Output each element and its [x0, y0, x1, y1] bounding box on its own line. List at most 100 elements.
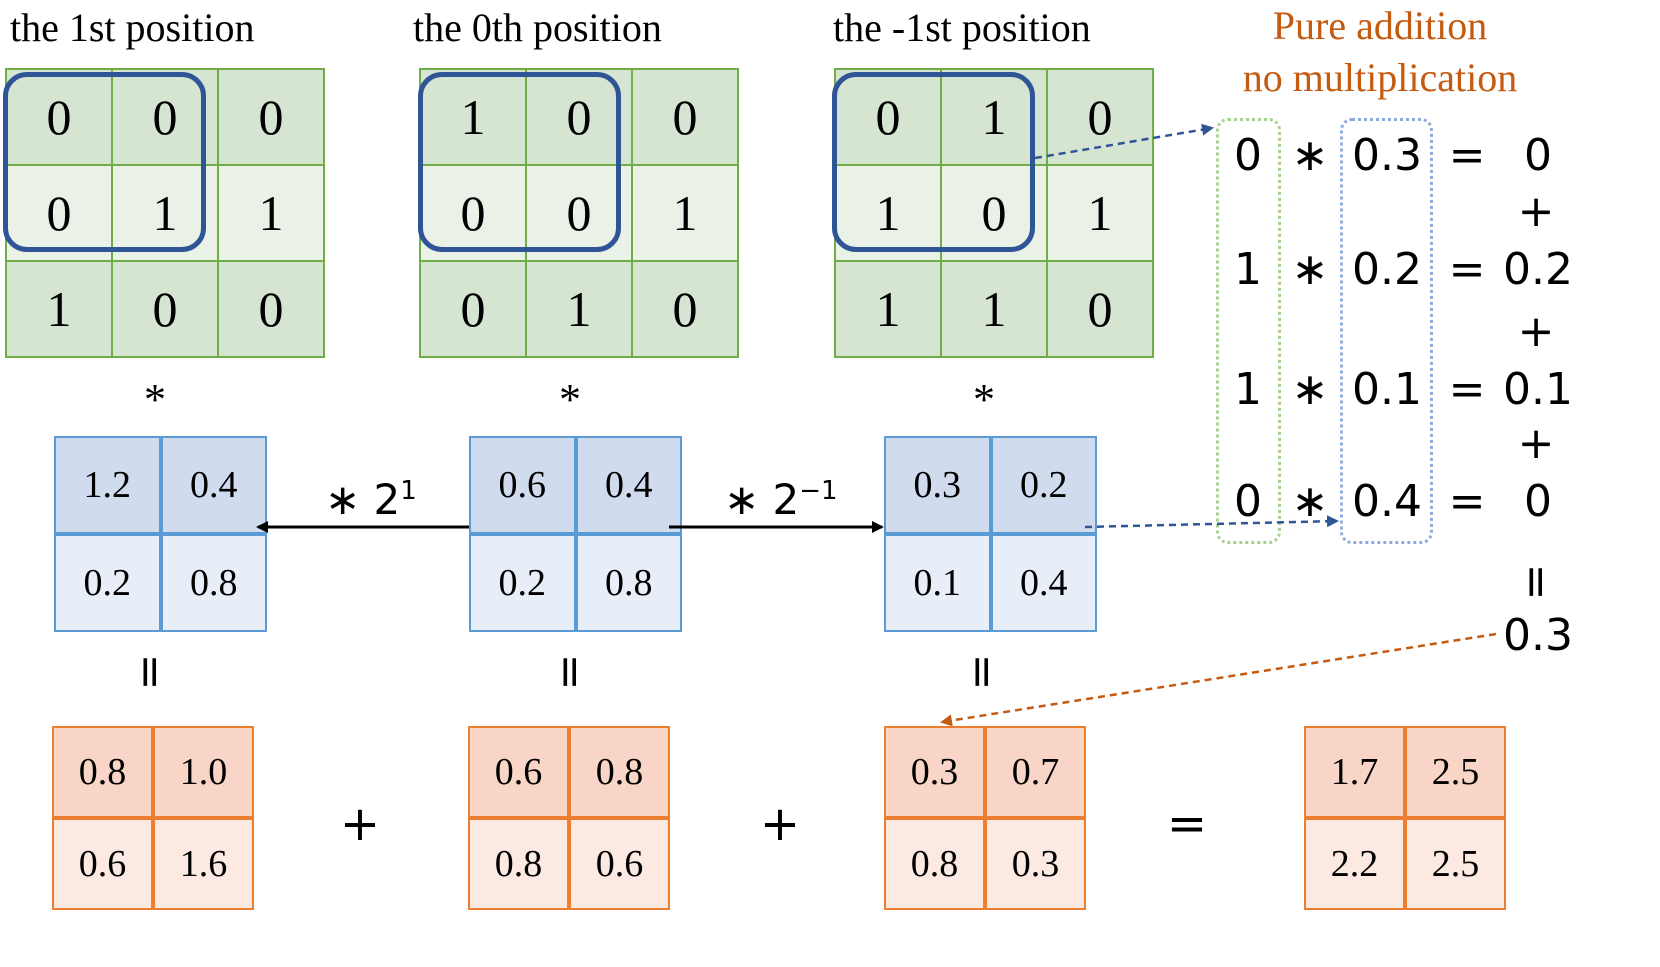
scale-base: ∗ 2 [724, 475, 800, 524]
result-grid-position-0: 0.6 0.8 0.8 0.6 [468, 726, 670, 910]
equals-operator: = [1166, 796, 1208, 852]
grid-cell: 0 [112, 261, 218, 357]
grid-cell: 1 [6, 261, 112, 357]
calc-equals: = [1448, 244, 1486, 295]
bit-grid-position-neg1: 0 1 0 1 0 1 1 1 0 [834, 68, 1154, 358]
multiply-symbol: * [973, 375, 995, 424]
grid-cell: 0 [218, 261, 324, 357]
grid-cell: 0 [218, 69, 324, 165]
grid-cell: 1.6 [153, 818, 254, 910]
sum-pointer-arrow [940, 632, 1497, 727]
grid-cell: 1 [1047, 165, 1153, 261]
grid-cell: 0 [6, 69, 112, 165]
bit-grid-position-0: 1 0 0 0 0 1 0 1 0 [419, 68, 739, 358]
grid-cell: 0.8 [160, 534, 267, 632]
scale-base: ∗ 2 [325, 475, 401, 524]
note-line-2: no multiplication [1242, 55, 1518, 100]
grid-cell: 0.2 [54, 534, 161, 632]
scale-exponent: 1 [400, 476, 417, 506]
note-text: Pure addition no multiplication [1200, 0, 1560, 104]
title-position-1: the 1st position [10, 5, 255, 50]
bit-column-box [1216, 118, 1281, 544]
calc-plus: + [1517, 186, 1555, 237]
grid-cell: 1 [835, 261, 941, 357]
grid-cell: 0 [1047, 261, 1153, 357]
calc-result: 0 [1524, 476, 1552, 527]
weight-grid-scaled-up: 1.2 0.4 0.2 0.8 [54, 436, 267, 632]
grid-cell: 0 [941, 165, 1047, 261]
grid-cell: 1.0 [153, 726, 254, 818]
grid-cell: 0 [835, 69, 941, 165]
calc-result: 0.2 [1503, 244, 1573, 295]
grid-cell: 1 [835, 165, 941, 261]
result-grid-position-neg1: 0.3 0.7 0.8 0.3 [884, 726, 1086, 910]
grid-cell: 1 [526, 261, 632, 357]
grid-cell: 0.8 [569, 726, 670, 818]
grid-cell: 0 [526, 165, 632, 261]
result-grid-total: 1.7 2.5 2.2 2.5 [1304, 726, 1506, 910]
calc-equals: = [1448, 476, 1486, 527]
calc-op: ∗ [1291, 244, 1329, 295]
grid-cell: 0.8 [575, 534, 682, 632]
plus-operator: + [339, 796, 381, 852]
calc-plus: + [1517, 418, 1555, 469]
grid-cell: 0.3 [884, 436, 991, 534]
grid-cell: 0.6 [468, 726, 569, 818]
grid-cell: 0.3 [884, 726, 985, 818]
calc-op: ∗ [1291, 364, 1329, 415]
grid-cell: 1 [632, 165, 738, 261]
grid-cell: 0.6 [52, 818, 153, 910]
multiply-symbol: * [559, 375, 581, 424]
grid-cell: 0 [632, 69, 738, 165]
grid-cell: 0.8 [468, 818, 569, 910]
grid-cell: 0.6 [469, 436, 576, 534]
grid-cell: 0.4 [990, 534, 1097, 632]
grid-cell: 1 [218, 165, 324, 261]
grid-cell: 0 [526, 69, 632, 165]
title-position-neg1: the -1st position [833, 5, 1091, 50]
grid-cell: 1.7 [1304, 726, 1405, 818]
title-position-0: the 0th position [413, 5, 662, 50]
calc-total: 0.3 [1503, 610, 1573, 661]
grid-cell: 0 [420, 261, 526, 357]
calc-plus: + [1517, 306, 1555, 357]
bit-pointer-arrow [1034, 123, 1214, 160]
weight-grid-scaled-down: 0.3 0.2 0.1 0.4 [884, 436, 1097, 632]
calc-bit: 1 [1234, 364, 1262, 415]
grid-cell: 0.8 [52, 726, 153, 818]
grid-cell: 1 [941, 261, 1047, 357]
calc-equals: = [1448, 130, 1486, 181]
weight-grid-original: 0.6 0.4 0.2 0.8 [469, 436, 682, 632]
grid-cell: 0.3 [985, 818, 1086, 910]
scale-label-right: ∗ 2−1 [724, 478, 838, 521]
bit-grid-position-1: 0 0 0 0 1 1 1 0 0 [5, 68, 325, 358]
note-line-1: Pure addition [1272, 3, 1488, 48]
calc-op: ∗ [1291, 476, 1329, 527]
calc-weight: 0.4 [1352, 476, 1422, 527]
grid-cell: 0.6 [569, 818, 670, 910]
grid-cell: 0.1 [884, 534, 991, 632]
calc-result: 0 [1524, 130, 1552, 181]
grid-cell: 0.7 [985, 726, 1086, 818]
scale-label-left: ∗ 21 [325, 478, 417, 521]
calc-bit: 0 [1234, 130, 1262, 181]
grid-cell: 1.2 [54, 436, 161, 534]
grid-cell: 1 [112, 165, 218, 261]
grid-cell: 2.5 [1405, 726, 1506, 818]
result-grid-position-1: 0.8 1.0 0.6 1.6 [52, 726, 254, 910]
calc-equals: = [1448, 364, 1486, 415]
multiply-symbol: * [144, 375, 166, 424]
grid-cell: 1 [420, 69, 526, 165]
calc-op: ∗ [1291, 130, 1329, 181]
grid-cell: 0.2 [469, 534, 576, 632]
calc-result: 0.1 [1503, 364, 1573, 415]
grid-cell: 0.8 [884, 818, 985, 910]
grid-cell: 0 [632, 261, 738, 357]
calc-weight: 0.3 [1352, 130, 1422, 181]
scale-exponent: −1 [799, 476, 838, 506]
grid-cell: 1 [941, 69, 1047, 165]
grid-cell: 2.2 [1304, 818, 1405, 910]
weight-column-box [1340, 118, 1433, 544]
calc-bit: 0 [1234, 476, 1262, 527]
